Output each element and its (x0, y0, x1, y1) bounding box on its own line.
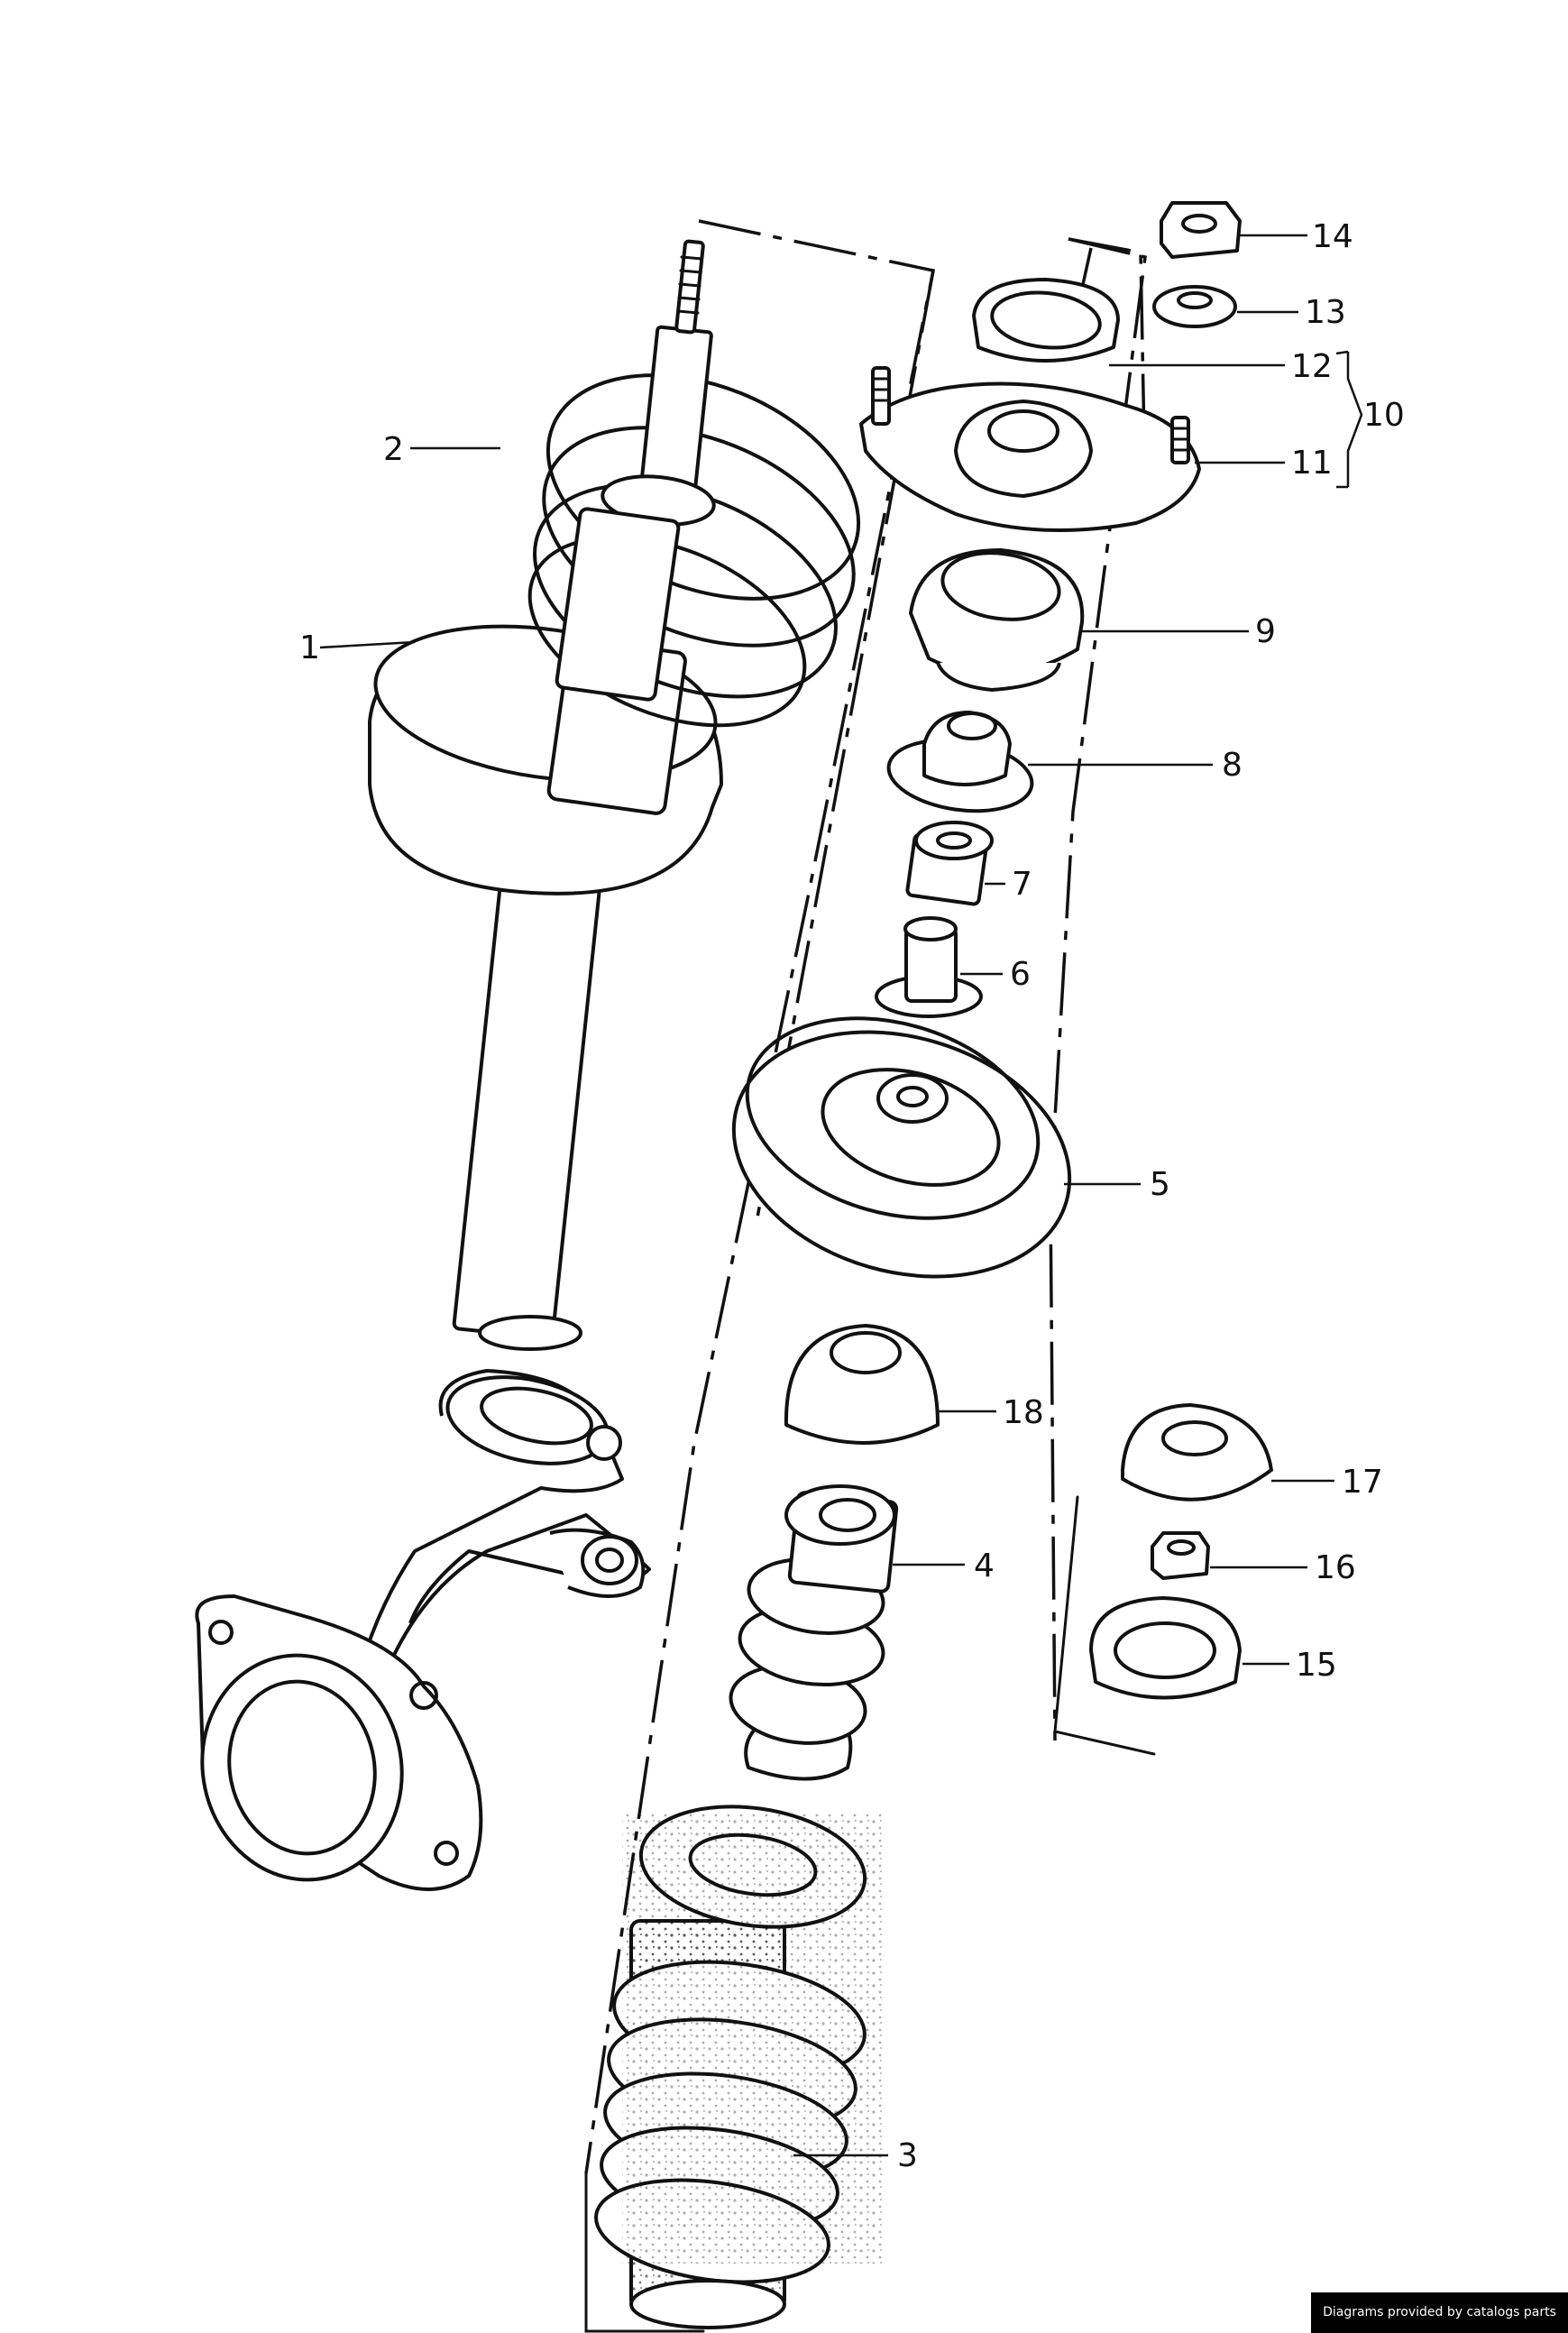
part-6-sleeve (875, 916, 983, 1018)
label-12: 12 (1291, 348, 1333, 385)
part-16-nut (1151, 1531, 1210, 1580)
label-8: 8 (1222, 747, 1242, 784)
part-4-bump-stop (729, 1484, 899, 1781)
label-15: 15 (1296, 1647, 1337, 1684)
part-15-lower-ring (1089, 1596, 1242, 1700)
label-11: 11 (1291, 445, 1333, 482)
callout-labels: 2 1 3 4 5 6 7 8 9 10 11 12 13 14 15 16 1… (299, 218, 1405, 2174)
part-14-nut (1160, 201, 1242, 259)
label-13: 13 (1305, 294, 1346, 331)
label-1: 1 (299, 629, 320, 666)
part-8-bearing (886, 711, 1034, 813)
label-3: 3 (897, 2137, 918, 2174)
label-4: 4 (974, 1548, 995, 1584)
part-5-spring-seat (731, 1016, 1072, 1279)
label-18: 18 (1003, 1394, 1044, 1431)
label-7: 7 (1012, 866, 1032, 903)
label-6: 6 (1010, 956, 1031, 993)
label-10: 10 (1363, 397, 1405, 434)
label-9: 9 (1255, 613, 1276, 650)
label-5: 5 (1150, 1166, 1170, 1203)
label-2: 2 (383, 431, 404, 468)
part-18-cap (784, 1324, 940, 1445)
label-16: 16 (1315, 1549, 1356, 1586)
part-17-cap (1121, 1403, 1273, 1502)
leader-lines (319, 234, 1363, 2157)
label-14: 14 (1312, 218, 1353, 255)
part-12-ring (972, 278, 1120, 363)
part-13-washer (1152, 285, 1237, 328)
part-2-coil-spring (527, 239, 861, 728)
part-10-top-mount (859, 366, 1201, 532)
part-9-mount-rubber (909, 548, 1085, 692)
label-17: 17 (1342, 1464, 1383, 1501)
part-7-bushing (905, 821, 994, 906)
credit-badge: Diagrams provided by catalogs parts (1311, 2292, 1568, 2333)
part-3-dust-boot (594, 1805, 884, 2329)
steering-knuckle (195, 1369, 651, 1891)
